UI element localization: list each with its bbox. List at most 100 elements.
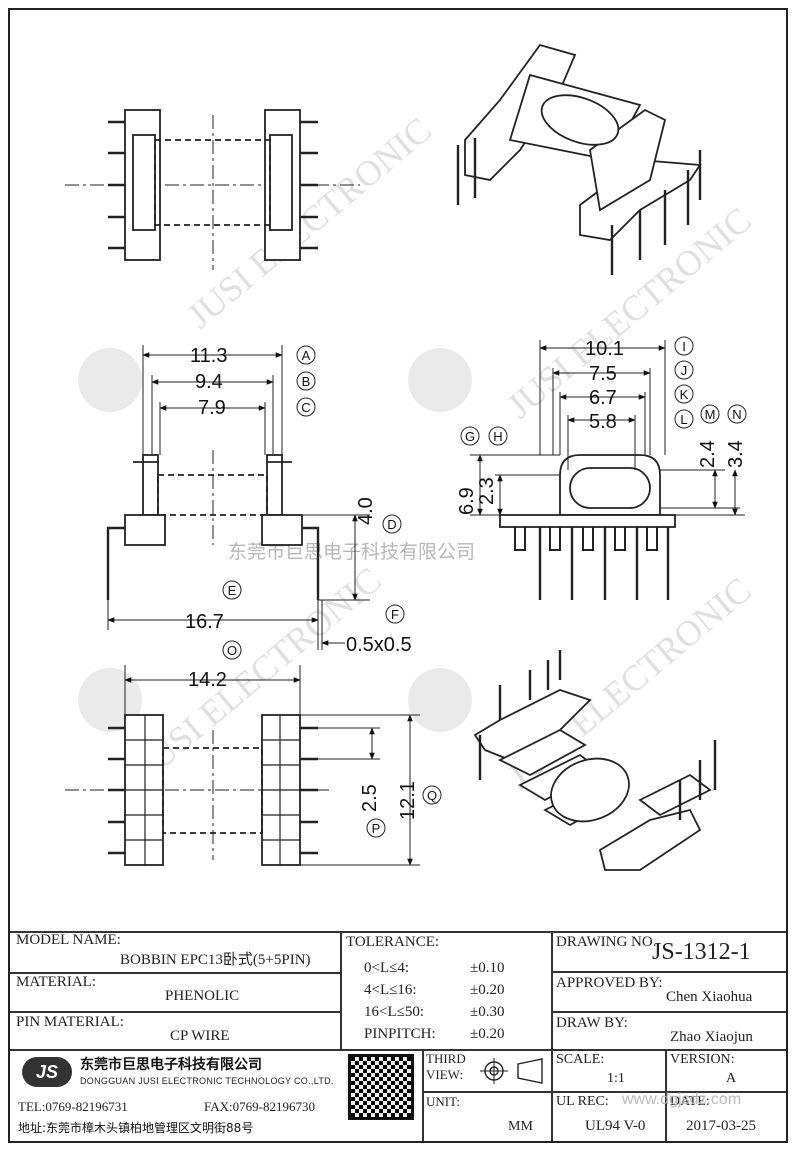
watermark-text-2: JUSI ELECTRONIC — [499, 199, 758, 426]
dim-E: 16.7 — [185, 611, 224, 633]
scale-label: SCALE: — [556, 1052, 605, 1067]
date-value: 2017-03-25 — [686, 1118, 756, 1134]
company-address: 地址:东莞市樟木头镇柏地管理区文明街88号 — [18, 1121, 254, 1135]
ul-rec-value: UL94 V-0 — [585, 1118, 646, 1134]
top-view — [65, 109, 360, 270]
company-tel: TEL:0769-82196731 — [18, 1099, 128, 1114]
model-name-value: BOBBIN EPC13卧式(5+5PIN) — [120, 952, 311, 968]
watermark-company-cn: 东莞市巨思电子科技有限公司 — [228, 541, 475, 563]
watermark-text-1: JUSI ELECTRONIC — [179, 109, 438, 336]
marker-O: O — [222, 640, 242, 660]
drawing-no-value: JS-1312-1 — [652, 939, 751, 965]
marker-G: G — [460, 426, 480, 446]
draw-by-value: Zhao Xiaojun — [670, 1029, 753, 1045]
marker-H: H — [488, 426, 508, 446]
svg-text:P: P — [372, 821, 381, 836]
model-name-label: MODEL NAME: — [16, 932, 121, 948]
svg-text:B: B — [302, 374, 311, 389]
svg-text:D: D — [387, 517, 396, 532]
marker-M: M — [700, 404, 720, 424]
drawing-no-label: DRAWING NO. — [556, 934, 657, 950]
pin-material-label: PIN MATERIAL: — [16, 1014, 124, 1030]
watermark: JUSI ELECTRONIC JUSI ELECTRONIC JUSI ELE… — [78, 109, 759, 796]
dim-GH: 6.9 — [456, 487, 478, 515]
tb-line-6 — [422, 1091, 786, 1093]
material-label: MATERIAL: — [16, 974, 96, 990]
tb-divider-4 — [665, 1049, 667, 1141]
tol-range-3: PINPITCH: — [364, 1026, 436, 1042]
tb-line-4 — [551, 971, 786, 973]
unit-value: MM — [508, 1119, 533, 1134]
approved-by-label: APPROVED BY: — [556, 975, 663, 991]
approved-by-value: Chen Xiaohua — [666, 989, 753, 1005]
dim-GH-2: 2.3 — [476, 477, 498, 505]
marker-D: D — [382, 514, 402, 534]
title-block: MODEL NAME: BOBBIN EPC13卧式(5+5PIN) MATER… — [10, 931, 786, 1141]
dim-K: 6.7 — [589, 387, 617, 409]
dim-A: 11.3 — [190, 345, 227, 367]
svg-text:Q: Q — [427, 788, 437, 803]
dim-D: 4.0 — [355, 497, 377, 525]
version-label: VERSION: — [670, 1052, 735, 1067]
watermark-logo-4 — [408, 668, 472, 732]
svg-text:F: F — [391, 607, 399, 622]
tol-value-2: ±0.30 — [470, 1004, 505, 1020]
svg-text:M: M — [705, 407, 716, 422]
marker-A: A — [296, 345, 316, 365]
tol-range-1: 4<L≤16: — [364, 982, 417, 998]
tol-value-0: ±0.10 — [470, 960, 505, 976]
tb-line-2 — [10, 1011, 340, 1013]
dim-I: 10.1 — [585, 338, 624, 360]
watermark-logo-2 — [408, 348, 472, 412]
draw-by-label: DRAW BY: — [556, 1015, 628, 1031]
marker-L: L — [674, 409, 694, 429]
pin-material-value: CP WIRE — [170, 1028, 230, 1044]
material-value: PHENOLIC — [165, 988, 240, 1004]
tb-divider-3 — [422, 1049, 424, 1141]
svg-text:H: H — [493, 429, 502, 444]
version-value: A — [726, 1071, 737, 1086]
bottom-view-dims: 14.2 2.5 12.1 — [188, 669, 419, 820]
watermark-text-4: JUSI ELECTRONIC — [129, 559, 388, 786]
dim-J: 7.5 — [589, 363, 617, 385]
company-name-en: DONGGUAN JUSI ELECTRONIC TECHNOLOGY CO.,… — [80, 1076, 334, 1086]
company-name-cn: 东莞市巨思电子科技有限公司 — [80, 1057, 262, 1073]
marker-I: I — [674, 336, 694, 356]
tolerance-label: TOLERANCE: — [346, 934, 440, 950]
svg-text:K: K — [680, 387, 689, 402]
marker-N: N — [727, 404, 747, 424]
qr-code — [348, 1054, 414, 1120]
dim-L: 5.8 — [589, 411, 617, 433]
ul-rec-label: UL REC: — [556, 1094, 609, 1109]
date-label: DATE: — [670, 1094, 710, 1109]
tol-value-3: ±0.20 — [470, 1026, 505, 1042]
company-fax: FAX:0769-82196730 — [204, 1099, 315, 1114]
dim-P: 2.5 — [359, 784, 381, 812]
svg-text:G: G — [465, 429, 475, 444]
marker-K: K — [674, 384, 694, 404]
tol-range-0: 0<L≤4: — [364, 960, 410, 976]
svg-text:C: C — [301, 400, 310, 415]
dim-M: 2.4 — [697, 440, 719, 468]
tol-range-2: 16<L≤50: — [364, 1004, 425, 1020]
svg-text:I: I — [682, 339, 686, 354]
marker-B: B — [296, 371, 316, 391]
scale-value: 1:1 — [607, 1071, 625, 1086]
third-angle-projection-icon — [480, 1058, 543, 1084]
tb-line-5 — [551, 1011, 786, 1013]
svg-text:A: A — [302, 348, 311, 363]
dim-Q: 12.1 — [397, 781, 419, 820]
bottom-view — [65, 665, 420, 866]
tb-top-line — [10, 931, 786, 933]
dim-B: 9.4 — [195, 371, 223, 393]
marker-F: F — [385, 604, 405, 624]
marker-J: J — [674, 360, 694, 380]
marker-E: E — [222, 580, 242, 600]
svg-text:L: L — [680, 412, 687, 427]
marker-C: C — [296, 397, 316, 417]
unit-label: UNIT: — [426, 1094, 461, 1109]
front-view-dims: 11.3 9.4 7.9 4.0 16.7 0.5x0.5 — [185, 345, 412, 656]
dim-F: 0.5x0.5 — [346, 634, 412, 656]
company-logo: JS — [22, 1057, 72, 1087]
